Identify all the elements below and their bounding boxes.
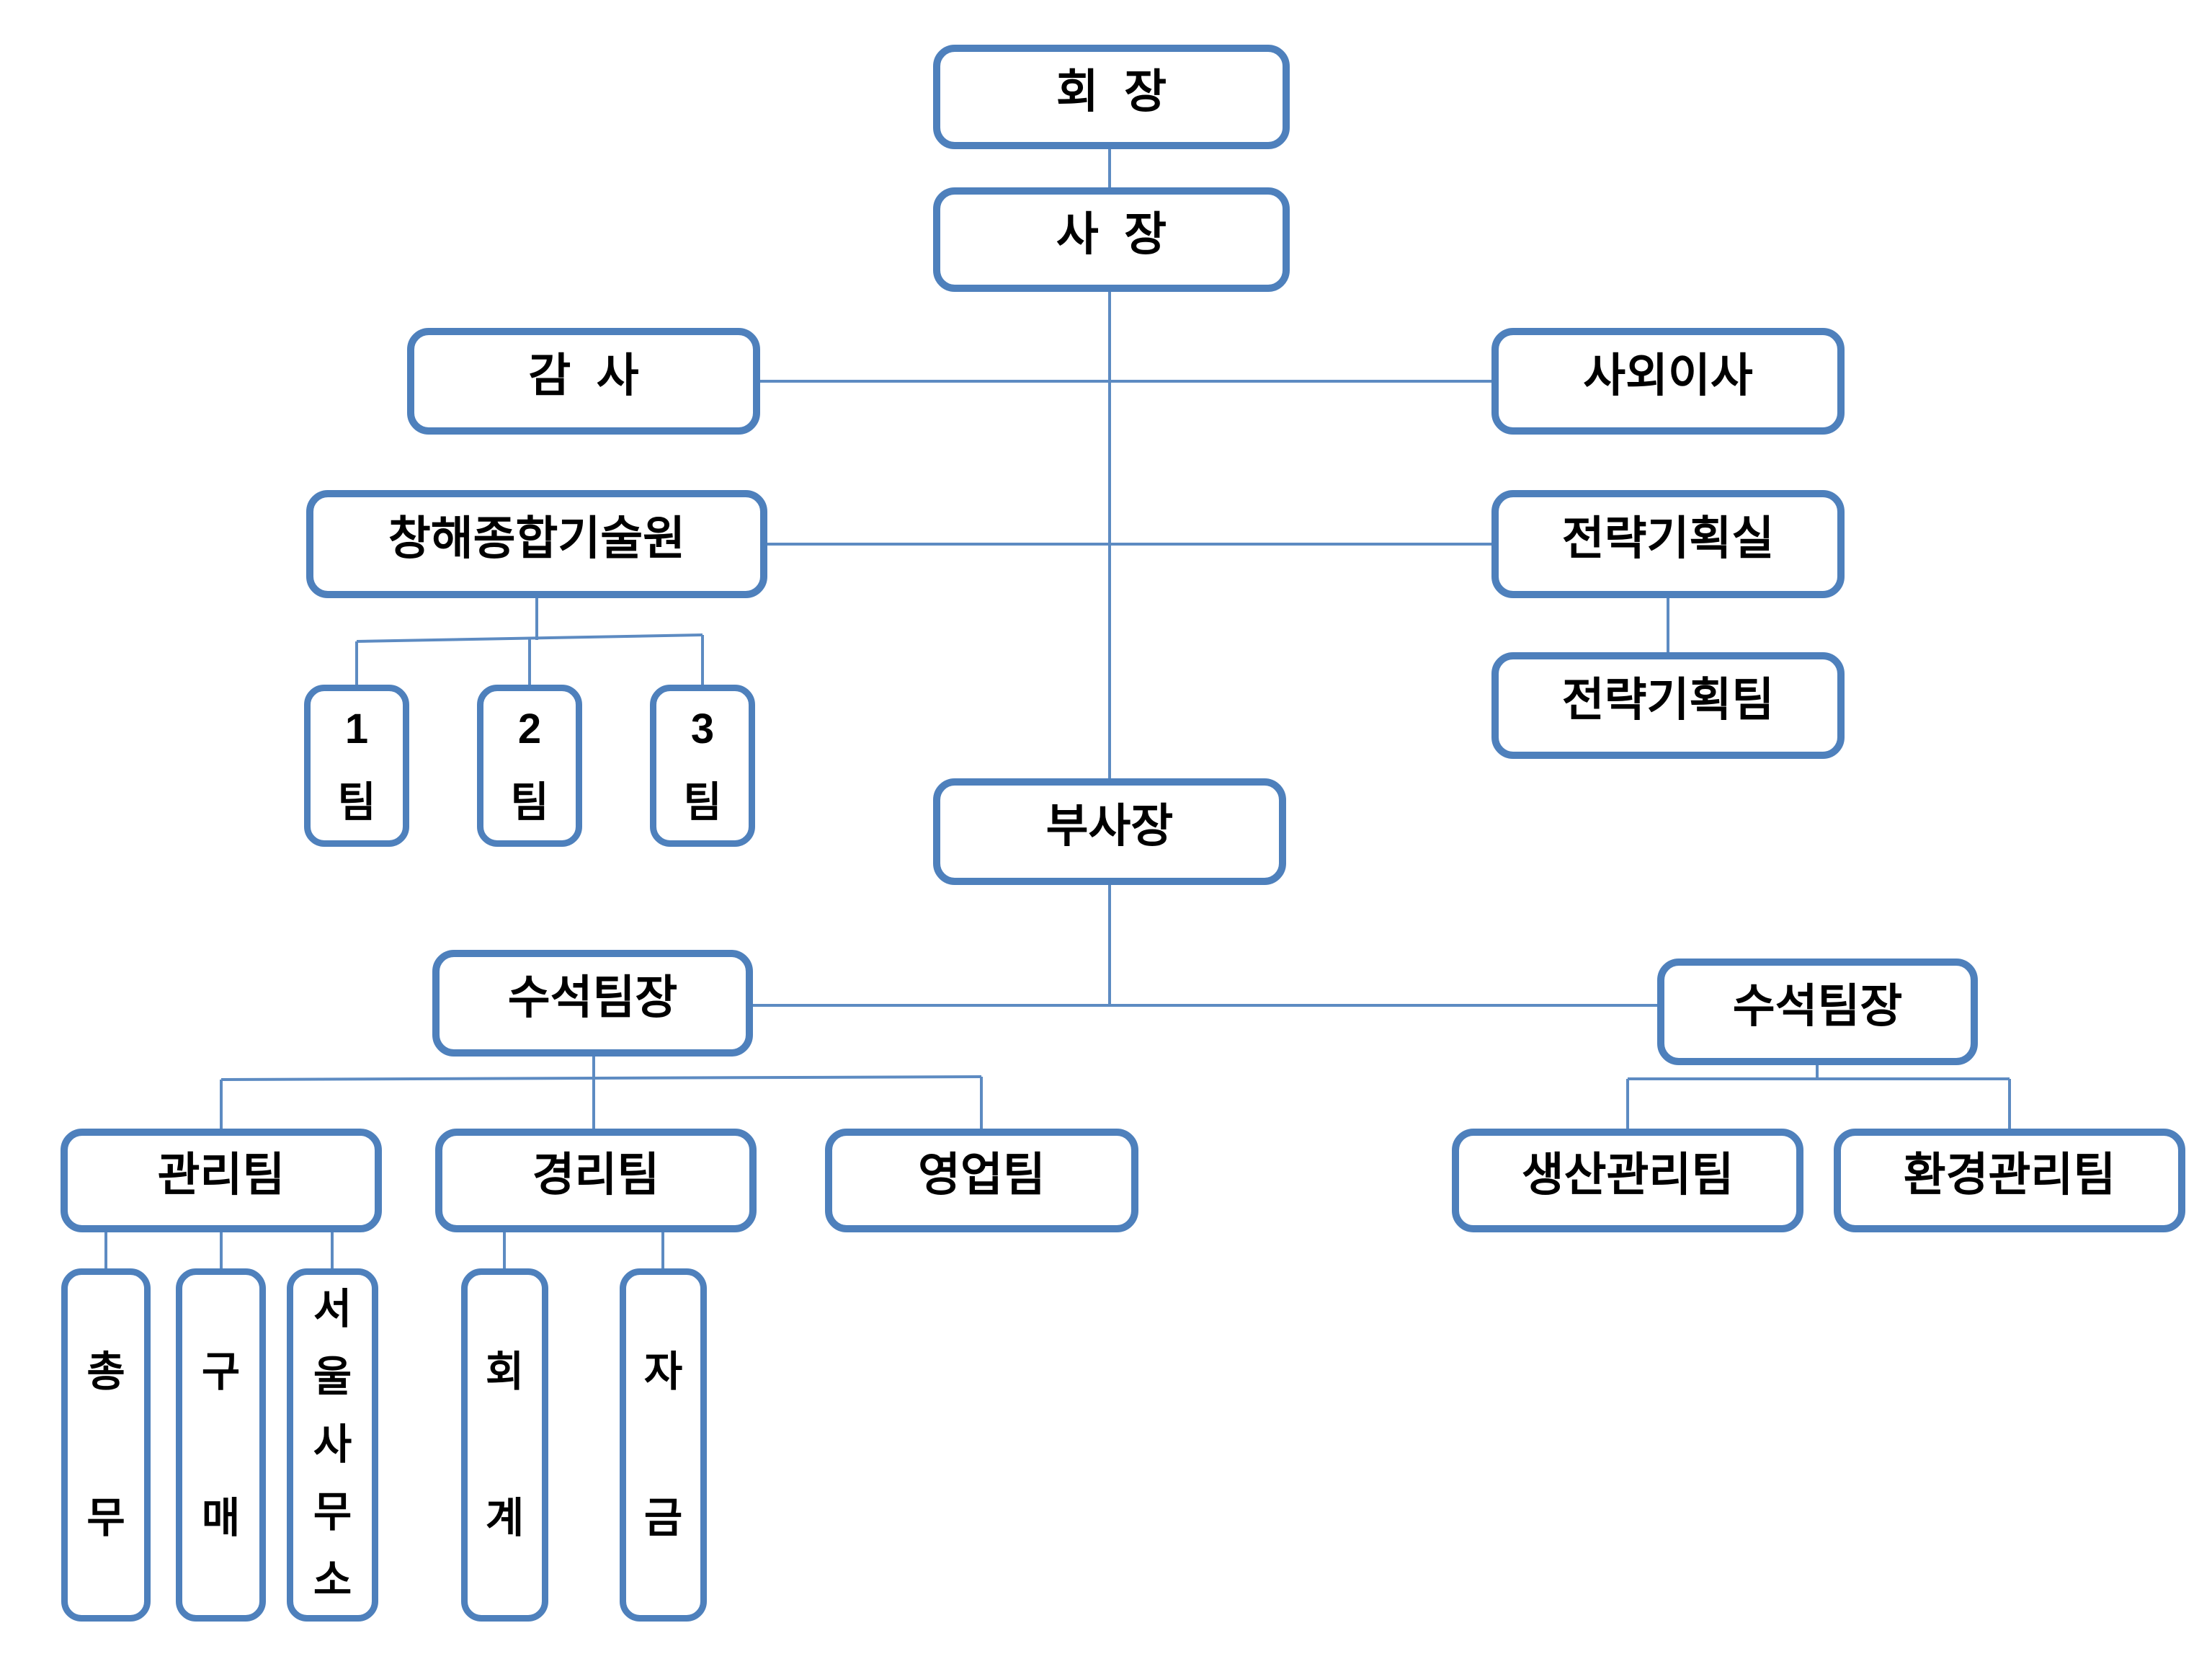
org-node-general-affairs: 총 무 xyxy=(61,1268,151,1622)
org-node-accounting-team: 경리팀 xyxy=(435,1129,757,1232)
org-node-environment-mgmt-team: 환경관리팀 xyxy=(1834,1129,2185,1232)
org-node-outside-director: 사외이사 xyxy=(1491,328,1845,435)
org-node-changhae-institute: 창해종합기술원 xyxy=(306,490,767,598)
org-node-production-mgmt-team: 생산관리팀 xyxy=(1452,1129,1803,1232)
org-node-vice-president: 부사장 xyxy=(933,778,1286,885)
org-node-chairman: 회 장 xyxy=(933,45,1290,149)
org-node-team-2: 2 팀 xyxy=(477,685,582,847)
org-node-strategy-planning-team: 전략기획팀 xyxy=(1491,652,1845,759)
org-node-purchasing: 구 매 xyxy=(176,1268,266,1622)
org-node-chief-team-leader-left: 수석팀장 xyxy=(432,950,753,1057)
org-node-seoul-office: 서 울 사 무 소 xyxy=(287,1268,378,1622)
org-node-strategy-office: 전략기획실 xyxy=(1491,490,1845,598)
org-node-team-1: 1 팀 xyxy=(304,685,409,847)
org-node-accounting: 회 계 xyxy=(461,1268,548,1622)
org-node-auditor: 감 사 xyxy=(407,328,760,435)
org-node-sales-team: 영업팀 xyxy=(825,1129,1138,1232)
org-node-management-team: 관리팀 xyxy=(61,1129,382,1232)
org-node-chief-team-leader-right: 수석팀장 xyxy=(1657,959,1978,1065)
org-node-funds: 자 금 xyxy=(620,1268,707,1622)
org-node-president: 사 장 xyxy=(933,187,1290,292)
org-node-team-3: 3 팀 xyxy=(650,685,755,847)
